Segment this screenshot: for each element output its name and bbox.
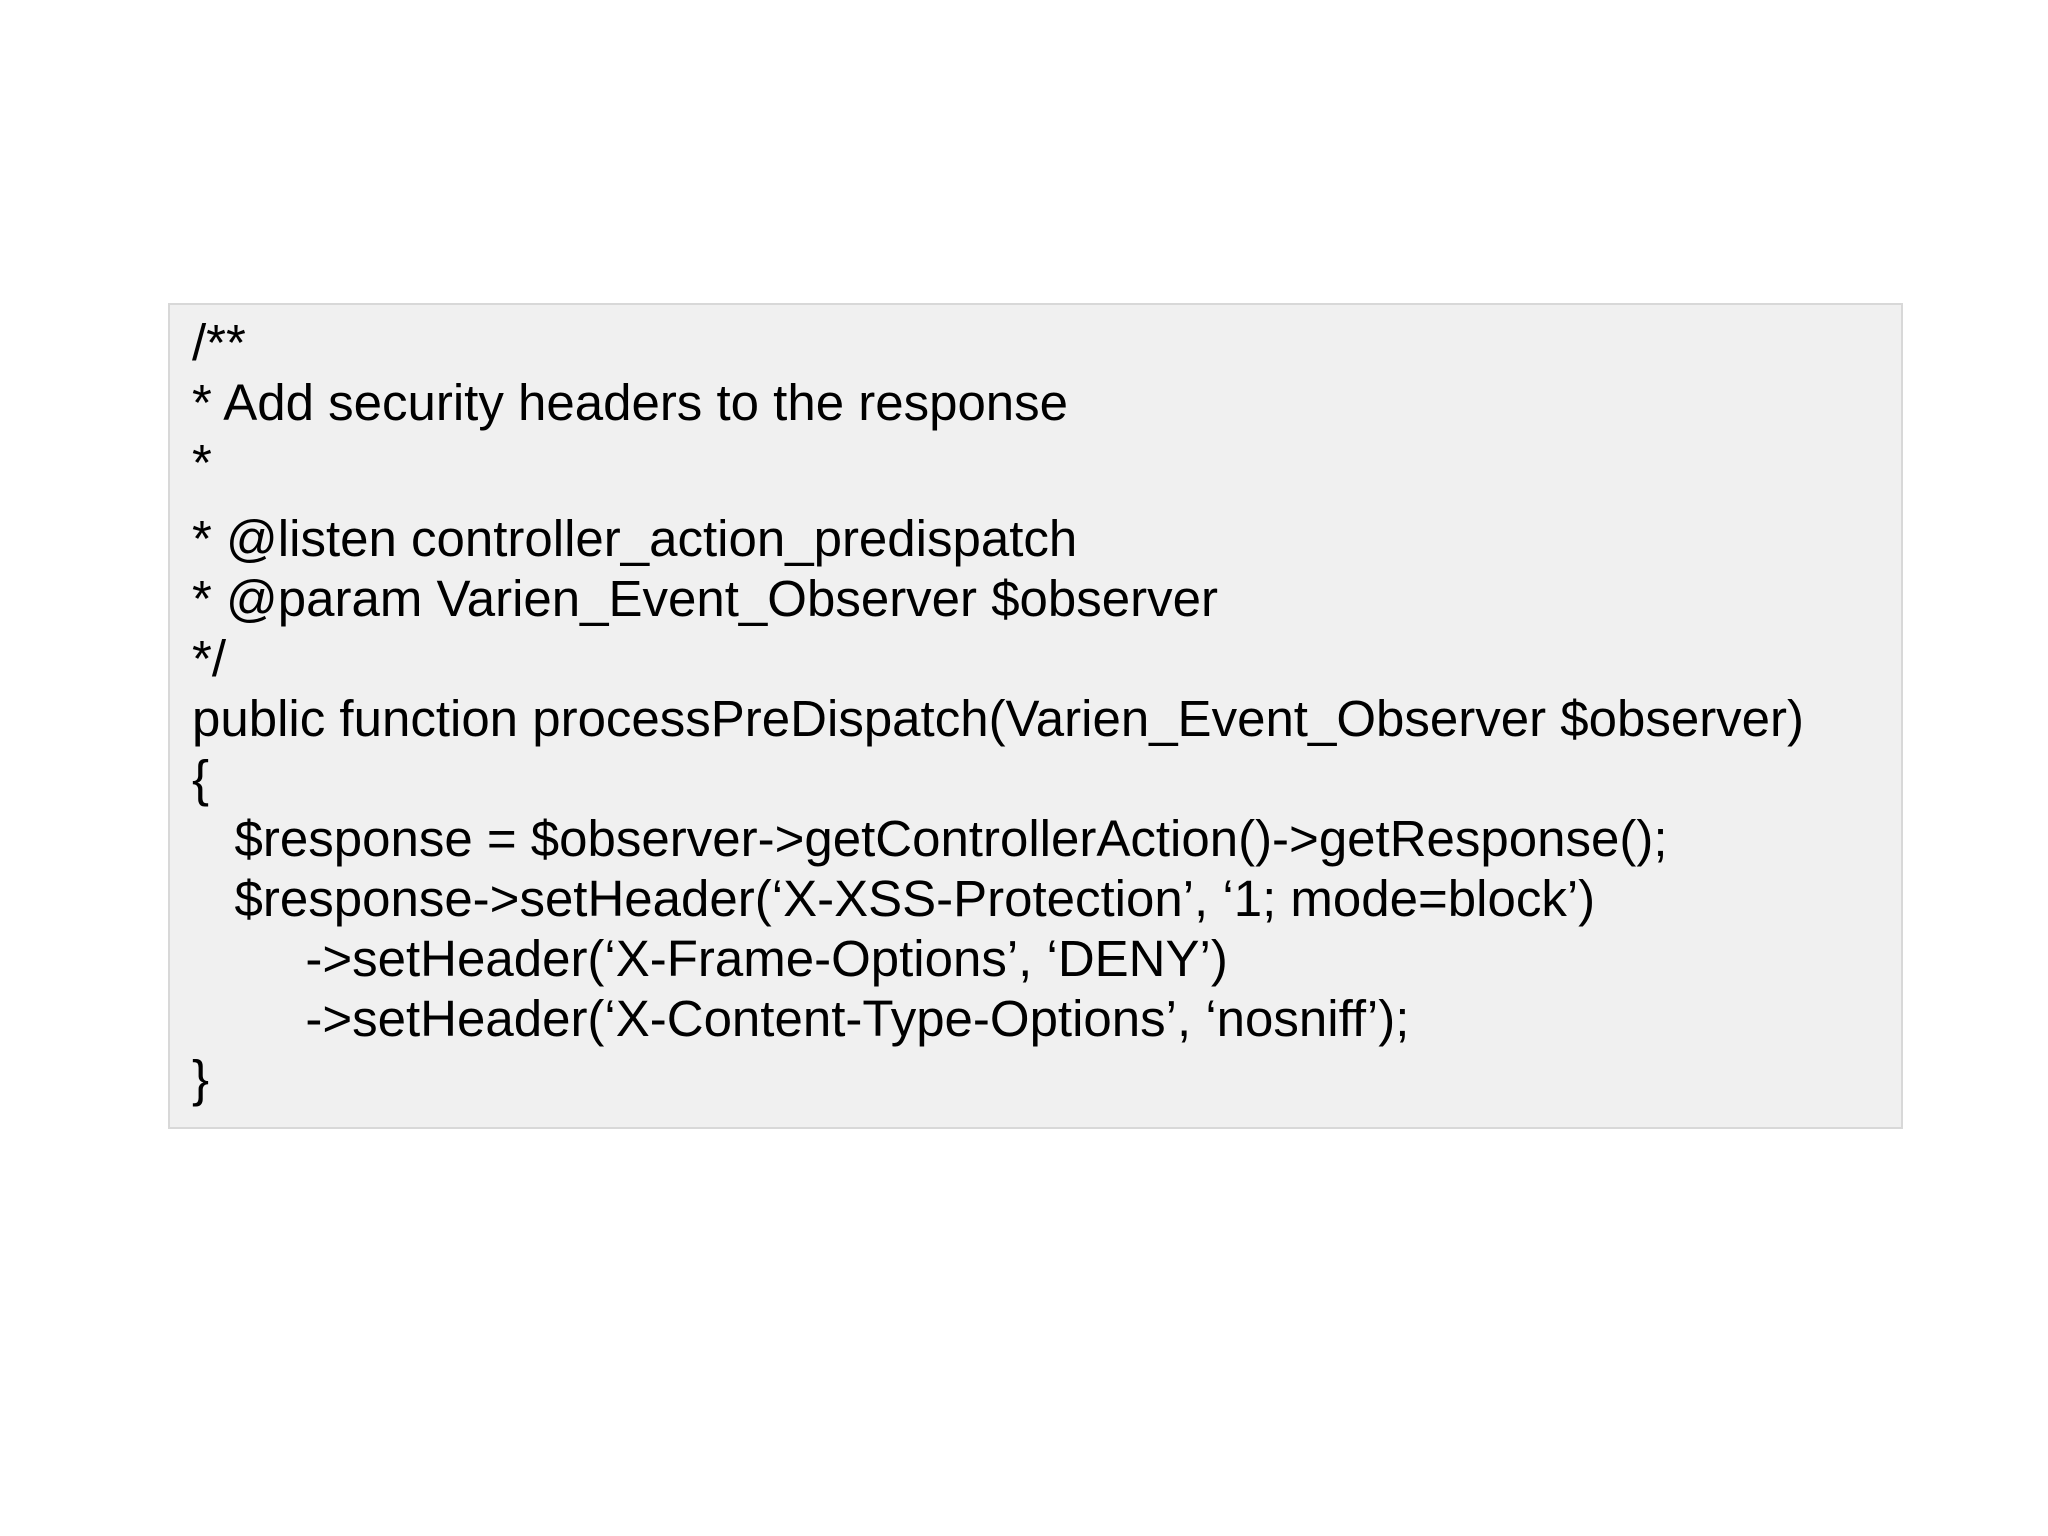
code-line: */ xyxy=(192,630,227,687)
code-line: * @listen controller_action_predispatch xyxy=(192,510,1078,567)
code-line: ->setHeader(‘X-Content-Type-Options’, ‘n… xyxy=(192,990,1410,1047)
code-line: public function processPreDispatch(Varie… xyxy=(192,690,1805,747)
code-line: /** xyxy=(192,314,246,371)
comment-paragraph-gap xyxy=(192,493,1883,509)
code-line: ->setHeader(‘X-Frame-Options’, ‘DENY’) xyxy=(192,930,1228,987)
code-line: $response = $observer->getControllerActi… xyxy=(192,810,1668,867)
code-line: * @param Varien_Event_Observer $observer xyxy=(192,570,1218,627)
code-line: } xyxy=(192,1050,210,1107)
code-line: $response->setHeader(‘X-XSS-Protection’,… xyxy=(192,870,1596,927)
code-line: { xyxy=(192,750,210,807)
code-line: * Add security headers to the response xyxy=(192,374,1069,431)
code-block: /** * Add security headers to the respon… xyxy=(168,303,1903,1129)
code-line: * xyxy=(192,434,212,491)
